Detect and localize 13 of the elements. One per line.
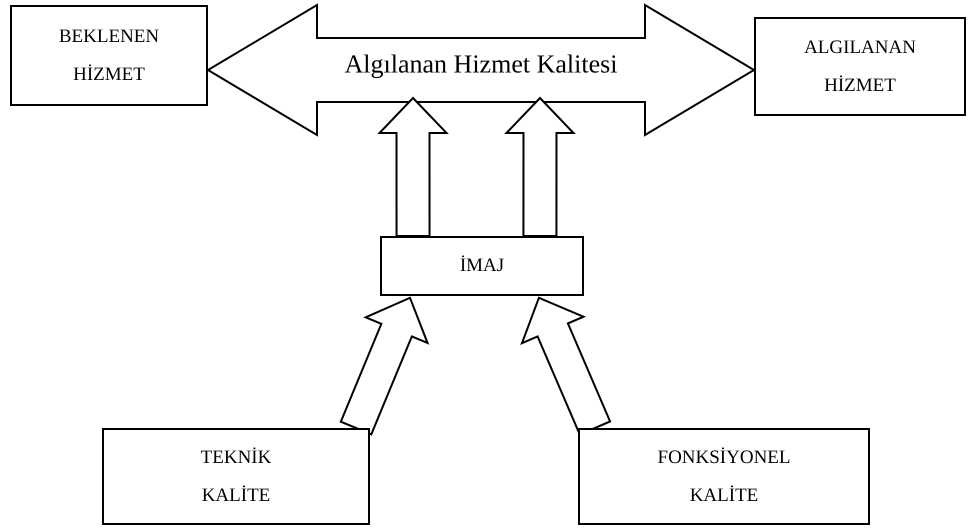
block-arrow (377, 96, 449, 237)
box-label: ALGILANAN HİZMET (803, 36, 917, 98)
image-box (380, 236, 584, 296)
technical-quality-box (102, 428, 370, 525)
perceived-service-box (754, 17, 966, 116)
box-label: BEKLENEN HİZMET (58, 25, 160, 86)
block-arrow (340, 296, 430, 436)
functional-quality-box (578, 428, 870, 525)
box-label: İMAJ (460, 254, 504, 278)
expected-service-box (10, 5, 208, 106)
block-arrow (504, 96, 576, 238)
box-label: TEKNİK KALİTE (200, 446, 272, 508)
box-label: FONKSİYONEL KALİTE (656, 446, 792, 508)
